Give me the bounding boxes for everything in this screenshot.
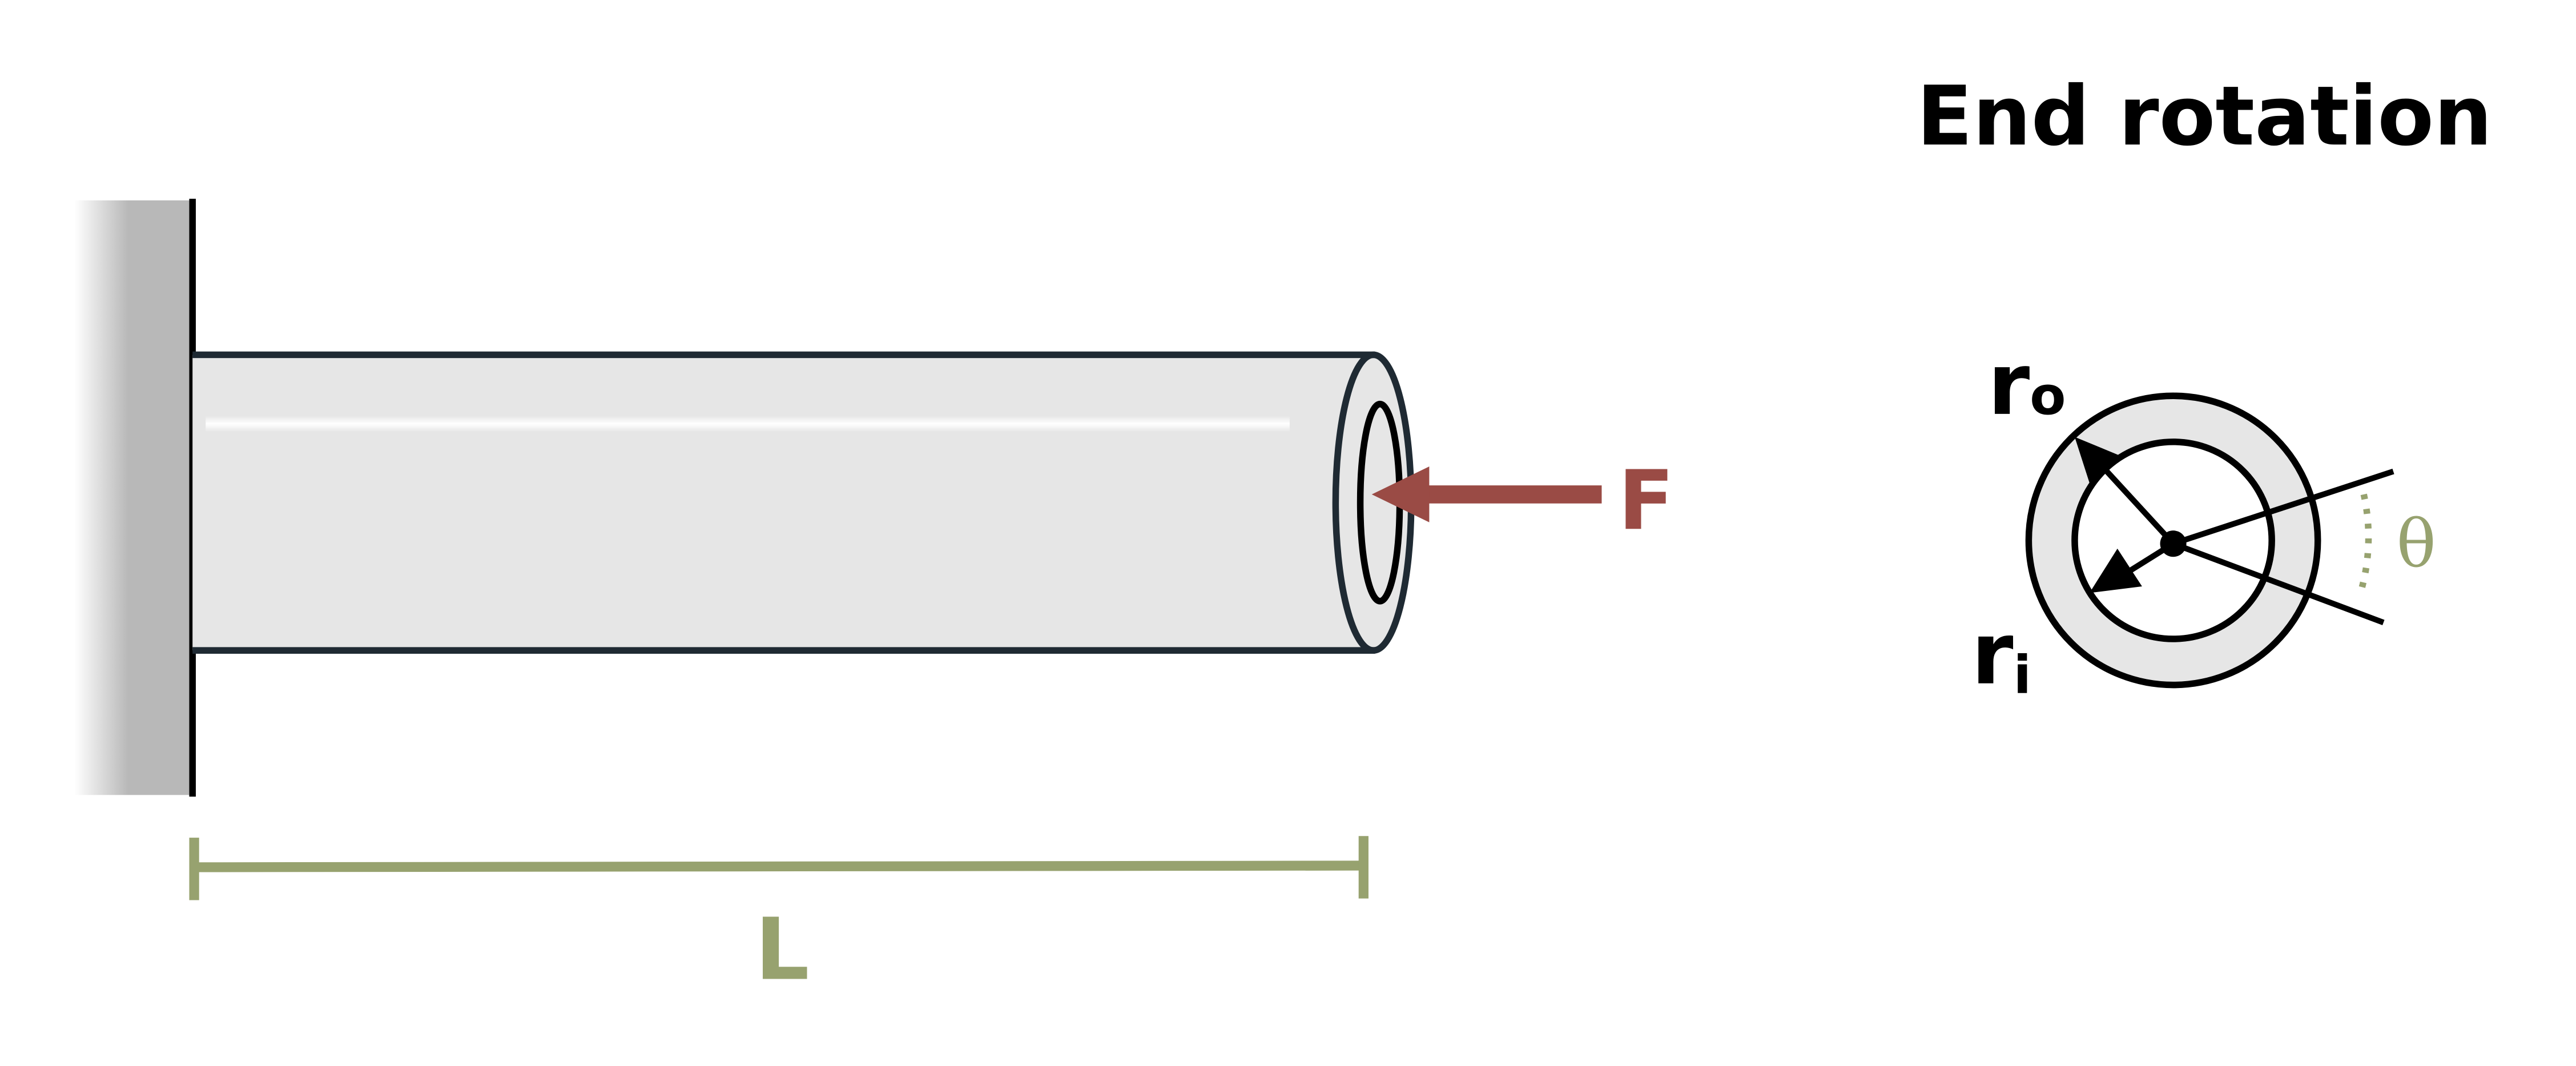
outer-radius-arrowhead [2074, 437, 2123, 483]
outer-radius-label-base: r [1987, 335, 2030, 435]
inner-radius-arrowhead [2089, 548, 2142, 593]
length-dimension-line [194, 860, 1364, 872]
rotation-angle-arc [2357, 493, 2372, 594]
outer-radius-label: ro [1987, 335, 2066, 435]
outer-radius-label-subscript: o [2030, 365, 2066, 427]
fixed-wall [74, 198, 196, 798]
end-rotation-title: End rotation [1917, 68, 2492, 164]
wall-block [74, 200, 195, 795]
hollow-tube [192, 351, 1415, 654]
outer-radius-arrow-shaft [2097, 461, 2176, 546]
force-label: F [1618, 452, 1674, 548]
inner-radius-label: ri [1971, 605, 2031, 706]
force-arrow: F [1371, 452, 1674, 548]
inner-radius-label-base: r [1971, 605, 2014, 704]
cross-section: θ ro ri [1971, 335, 2436, 706]
inner-radius-label-subscript: i [2014, 645, 2032, 706]
length-dimension: L [189, 836, 1368, 1000]
rotation-reference-line [2172, 541, 2385, 625]
tube-highlight [206, 415, 1290, 432]
rotation-rotated-line [2172, 468, 2394, 546]
cross-section-center-dot [2160, 530, 2187, 557]
length-label: L [755, 900, 809, 1000]
force-arrowhead [1371, 466, 1430, 522]
theta-label: θ [2397, 506, 2436, 582]
tube-body [192, 355, 1413, 651]
